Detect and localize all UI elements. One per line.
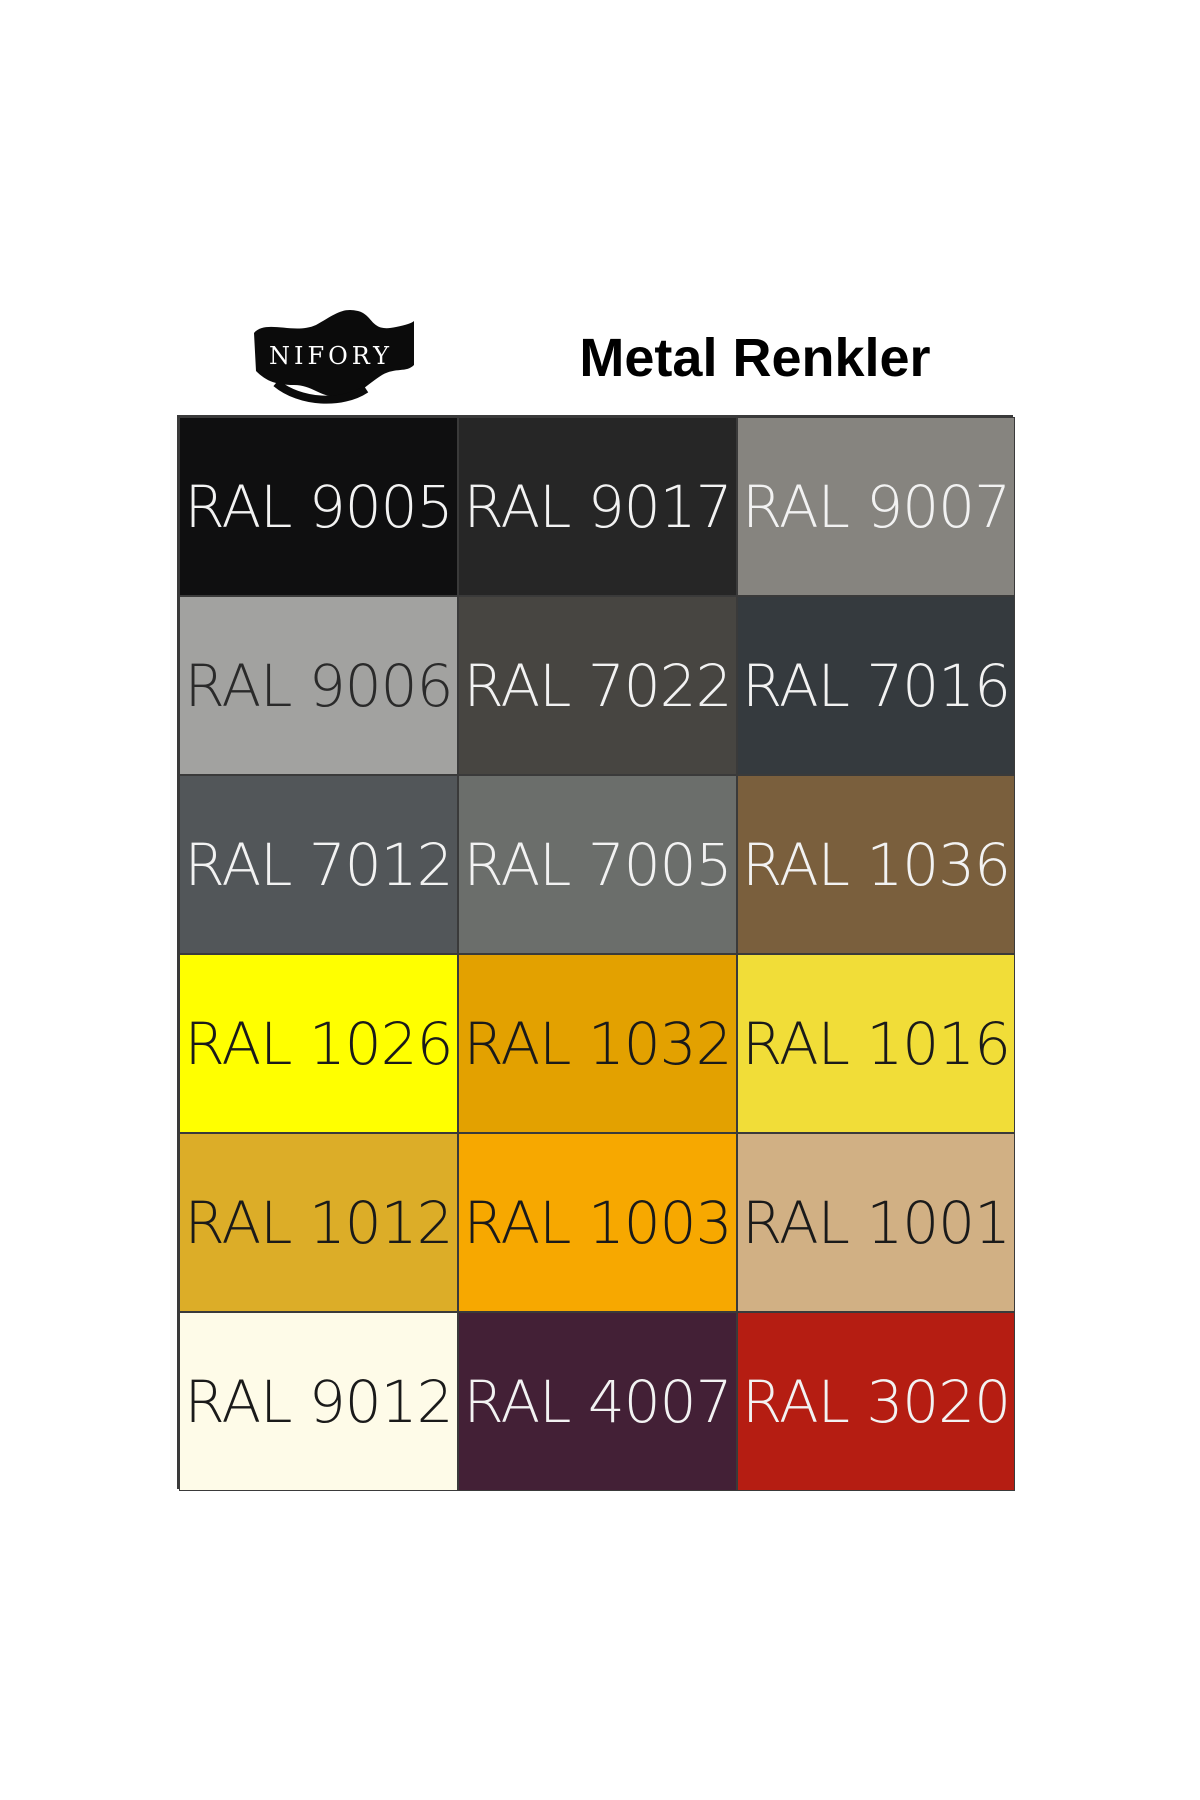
swatch-label: RAL 3020 bbox=[742, 1367, 1011, 1436]
swatch-label: RAL 9012 bbox=[184, 1367, 454, 1436]
color-swatch: RAL 1026 bbox=[179, 954, 458, 1133]
color-swatch: RAL 9006 bbox=[179, 596, 458, 775]
color-swatch: RAL 9007 bbox=[737, 417, 1015, 596]
swatch-label: RAL 1036 bbox=[742, 830, 1011, 899]
color-swatch: RAL 1036 bbox=[737, 775, 1015, 954]
swatch-label: RAL 9005 bbox=[184, 472, 454, 541]
color-swatch: RAL 9012 bbox=[179, 1312, 458, 1491]
color-swatch: RAL 7012 bbox=[179, 775, 458, 954]
swatch-label: RAL 1012 bbox=[184, 1188, 454, 1257]
swatch-label: RAL 9007 bbox=[742, 472, 1011, 541]
color-swatch: RAL 7016 bbox=[737, 596, 1015, 775]
color-swatch: RAL 3020 bbox=[737, 1312, 1015, 1491]
swatch-label: RAL 9006 bbox=[184, 651, 454, 720]
color-swatch: RAL 9017 bbox=[458, 417, 737, 596]
swatch-label: RAL 7022 bbox=[463, 651, 733, 720]
color-swatch: RAL 1001 bbox=[737, 1133, 1015, 1312]
color-swatch: RAL 1032 bbox=[458, 954, 737, 1133]
swatch-label: RAL 7012 bbox=[184, 830, 454, 899]
logo-wordmark: NIFORY bbox=[269, 342, 393, 370]
color-swatch: RAL 9005 bbox=[179, 417, 458, 596]
color-swatch: RAL 1012 bbox=[179, 1133, 458, 1312]
swatch-label: RAL 1016 bbox=[742, 1009, 1011, 1078]
color-swatch: RAL 1016 bbox=[737, 954, 1015, 1133]
swatch-label: RAL 1003 bbox=[463, 1188, 733, 1257]
swatch-label: RAL 1026 bbox=[184, 1009, 454, 1078]
swatch-label: RAL 1001 bbox=[742, 1188, 1011, 1257]
swatch-label: RAL 1032 bbox=[463, 1009, 733, 1078]
brand-logo: NIFORY bbox=[246, 305, 416, 405]
color-swatch: RAL 7005 bbox=[458, 775, 737, 954]
swatch-label: RAL 9017 bbox=[463, 472, 733, 541]
swatch-label: RAL 4007 bbox=[463, 1367, 733, 1436]
color-swatch: RAL 1003 bbox=[458, 1133, 737, 1312]
swatch-label: RAL 7005 bbox=[463, 830, 733, 899]
page-title: Metal Renkler bbox=[579, 328, 931, 388]
logo-ribbon-shape bbox=[254, 309, 414, 404]
color-swatch: RAL 7022 bbox=[458, 596, 737, 775]
swatch-label: RAL 7016 bbox=[742, 651, 1011, 720]
color-swatch: RAL 4007 bbox=[458, 1312, 737, 1491]
